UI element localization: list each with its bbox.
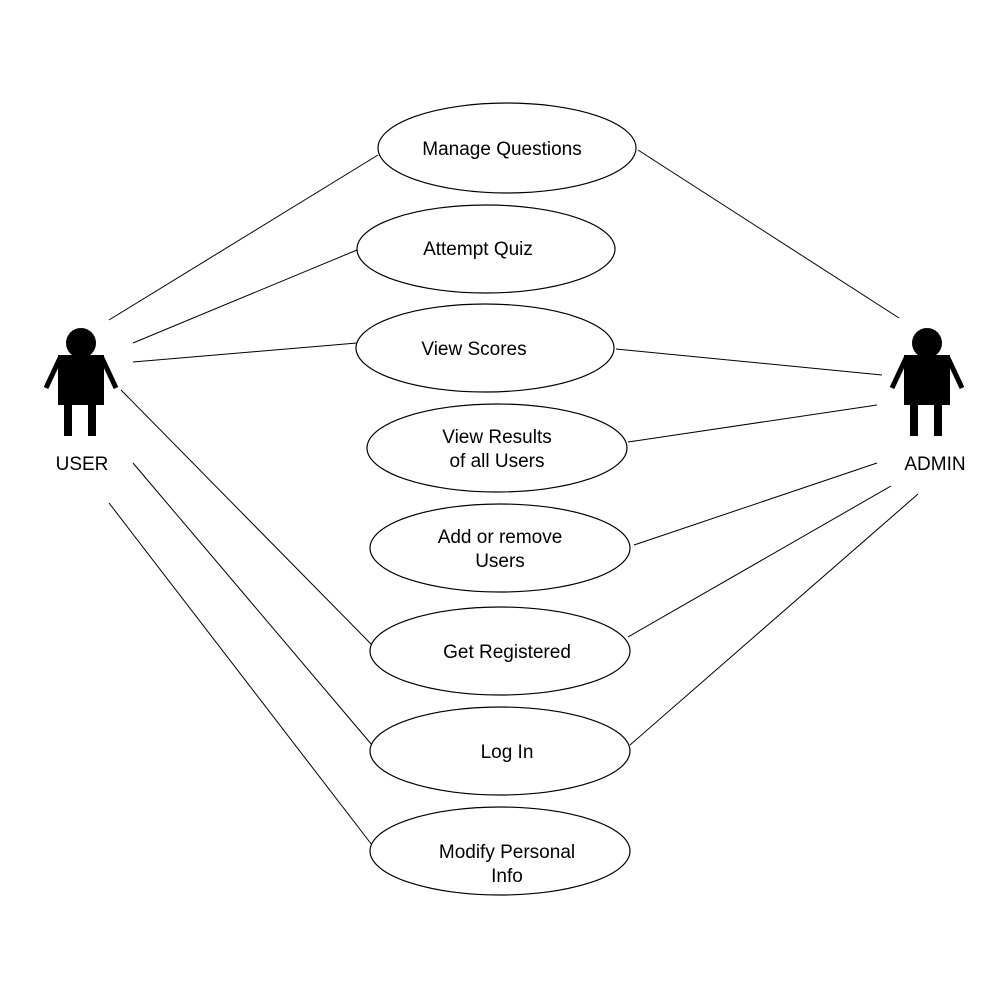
assoc-admin-get-registered: [627, 485, 892, 638]
use-case-label: Attempt Quiz: [423, 239, 533, 260]
use-case-label: Add or remove: [438, 527, 563, 548]
use-case-add-remove-users: Add or remove Users: [369, 503, 631, 593]
use-case-manage-questions: Manage Questions: [377, 102, 637, 194]
use-case-modify-info: Modify Personal Info: [369, 806, 631, 896]
association-lines: [108, 149, 919, 846]
assoc-admin-view-results: [627, 404, 878, 443]
assoc-user-attempt-quiz: [132, 249, 358, 344]
use-case-view-results: View Results of all Users: [366, 403, 628, 493]
use-case-get-registered: Get Registered: [369, 606, 631, 696]
assoc-user-view-scores: [132, 342, 358, 363]
use-case-label: Users: [475, 551, 525, 572]
assoc-user-get-registered: [120, 389, 373, 646]
admin-actor-icon: [889, 328, 965, 436]
admin-actor-label: ADMIN: [904, 454, 965, 475]
assoc-admin-manage-questions: [637, 149, 900, 319]
use-case-label: Info: [491, 866, 523, 887]
use-case-label: Manage Questions: [422, 139, 582, 160]
admin-actor: ADMIN: [889, 328, 966, 475]
use-case-label: of all Users: [449, 451, 544, 472]
assoc-admin-view-scores: [615, 348, 883, 376]
assoc-admin-log-in: [629, 493, 919, 746]
use-case-view-scores: View Scores: [355, 303, 615, 393]
use-case-label: Get Registered: [443, 642, 571, 663]
assoc-user-modify-info: [108, 502, 373, 846]
use-case-attempt-quiz: Attempt Quiz: [356, 204, 616, 294]
assoc-admin-add-remove-users: [633, 462, 878, 546]
use-case-label: Log In: [481, 742, 534, 763]
assoc-user-log-in: [132, 462, 373, 746]
use-case-log-in: Log In: [369, 706, 631, 796]
assoc-user-manage-questions: [108, 154, 379, 321]
use-case-label: Modify Personal: [439, 842, 575, 863]
user-actor: USER: [43, 328, 119, 475]
use-case-label: View Results: [442, 427, 551, 448]
use-case-label: View Scores: [421, 339, 526, 360]
user-actor-label: USER: [56, 454, 109, 475]
user-actor-icon: [43, 328, 119, 436]
